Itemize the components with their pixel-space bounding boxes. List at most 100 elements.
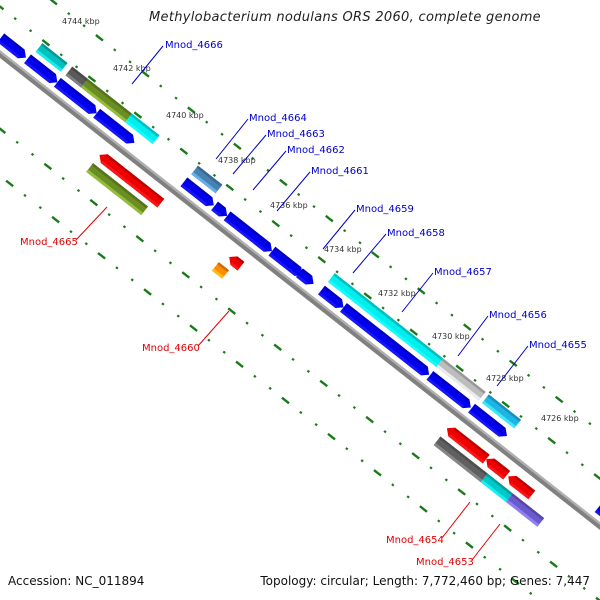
gene-feature[interactable]: [81, 79, 132, 123]
tick-mark: [473, 378, 477, 382]
kbp-label: 4730 kbp: [432, 332, 470, 341]
gene-feature[interactable]: [327, 273, 444, 368]
gene-label-leader: [131, 45, 164, 85]
gene-label[interactable]: Mnod_4656: [489, 310, 547, 321]
gene-feature-shade: [268, 253, 297, 276]
gene-feature[interactable]: [433, 436, 488, 483]
tick-mark: [69, 230, 73, 234]
tick-mark: [130, 278, 134, 282]
tick-mark: [498, 567, 502, 571]
gene-label-leader: [441, 501, 471, 539]
gene-feature-edge: [323, 285, 343, 302]
gene-feature-shade: [433, 442, 483, 483]
tick-mark: [95, 34, 104, 42]
gene-feature[interactable]: [486, 458, 511, 480]
gene-feature[interactable]: [125, 113, 160, 144]
gene-feature[interactable]: [35, 43, 68, 72]
tick-mark: [462, 323, 472, 331]
tick-mark: [107, 213, 111, 217]
tick-mark: [350, 282, 355, 286]
tick-mark: [567, 574, 571, 578]
gene-feature[interactable]: [480, 473, 513, 502]
gene-feature-shade: [487, 464, 506, 480]
gene-feature-edge: [91, 163, 149, 209]
tick-mark: [128, 60, 132, 64]
gene-feature-shade: [65, 72, 84, 88]
gene-label[interactable]: Mnod_4653: [416, 557, 474, 568]
tick-mark: [373, 469, 382, 477]
tick-mark: [526, 373, 531, 377]
gene-label-leader: [252, 150, 287, 191]
gene-label[interactable]: Mnod_4657: [434, 267, 492, 278]
gene-feature[interactable]: [99, 154, 165, 208]
gene-feature[interactable]: [86, 163, 149, 216]
gene-feature[interactable]: [53, 78, 97, 114]
gene-feature-edge: [438, 436, 488, 476]
gene-feature[interactable]: [482, 394, 522, 429]
gene-feature[interactable]: [446, 427, 490, 464]
gene-feature[interactable]: [223, 211, 272, 252]
gene-feature[interactable]: [468, 403, 507, 437]
gene-feature-shade: [509, 482, 531, 500]
tick-mark: [187, 106, 196, 114]
gene-feature[interactable]: [191, 165, 223, 194]
tick-mark: [411, 452, 420, 460]
tick-mark: [416, 287, 426, 295]
gene-feature[interactable]: [93, 108, 135, 144]
gene-feature[interactable]: [180, 177, 214, 206]
tick-mark: [84, 242, 88, 246]
tick-mark: [398, 442, 402, 446]
gene-feature[interactable]: [340, 303, 430, 376]
gene-feature[interactable]: [24, 54, 58, 83]
tick-mark: [465, 541, 474, 549]
tick-mark: [299, 410, 303, 415]
gene-label[interactable]: Mnod_4664: [249, 113, 307, 124]
tick-mark: [141, 70, 150, 78]
gene-label[interactable]: Mnod_4666: [165, 40, 223, 51]
gene-label[interactable]: Mnod_4665: [20, 237, 78, 248]
gene-feature-edge: [333, 273, 444, 361]
gene-feature[interactable]: [318, 285, 344, 308]
tick-mark: [67, 12, 71, 16]
gene-feature[interactable]: [0, 33, 26, 59]
map-title: Methylobacterium nodulans ORS 2060, comp…: [0, 10, 600, 25]
gene-label[interactable]: Mnod_4663: [267, 129, 325, 140]
gene-feature-shade: [296, 274, 308, 285]
tick-mark: [360, 459, 364, 463]
tick-mark: [580, 463, 584, 467]
gene-feature[interactable]: [505, 493, 545, 527]
gene-label[interactable]: Mnod_4661: [311, 166, 369, 177]
gene-feature[interactable]: [436, 358, 486, 401]
kbp-label: 4726 kbp: [541, 414, 579, 423]
gene-label[interactable]: Mnod_4662: [287, 145, 345, 156]
gene-feature-edge: [453, 427, 490, 457]
gene-feature-edge: [70, 66, 88, 81]
gene-label-leader: [75, 206, 108, 241]
gene-label-leader: [401, 272, 434, 313]
tick-mark: [87, 75, 97, 83]
tick-mark: [511, 577, 520, 586]
tick-mark: [503, 524, 512, 532]
tick-mark: [304, 246, 309, 250]
gene-feature-edge: [229, 211, 271, 246]
gene-feature[interactable]: [268, 246, 303, 276]
gene-label[interactable]: Mnod_4655: [529, 340, 587, 351]
tick-mark: [0, 5, 5, 11]
gene-label[interactable]: Mnod_4659: [356, 204, 414, 215]
gene-feature[interactable]: [65, 66, 88, 88]
gene-feature-edge: [473, 403, 506, 430]
gene-feature-shade: [327, 279, 439, 368]
gene-label[interactable]: Mnod_4658: [387, 228, 445, 239]
backbone-line: [0, 52, 600, 530]
gene-label[interactable]: Mnod_4654: [386, 535, 444, 546]
gene-feature[interactable]: [426, 371, 471, 409]
tick-mark: [572, 409, 577, 414]
gene-feature[interactable]: [211, 262, 230, 279]
tick-mark: [343, 229, 347, 233]
gene-label[interactable]: Mnod_4660: [142, 343, 200, 354]
gene-feature-shade: [505, 499, 540, 527]
kbp-label: 4736 kbp: [270, 201, 308, 210]
gene-feature[interactable]: [508, 475, 536, 500]
